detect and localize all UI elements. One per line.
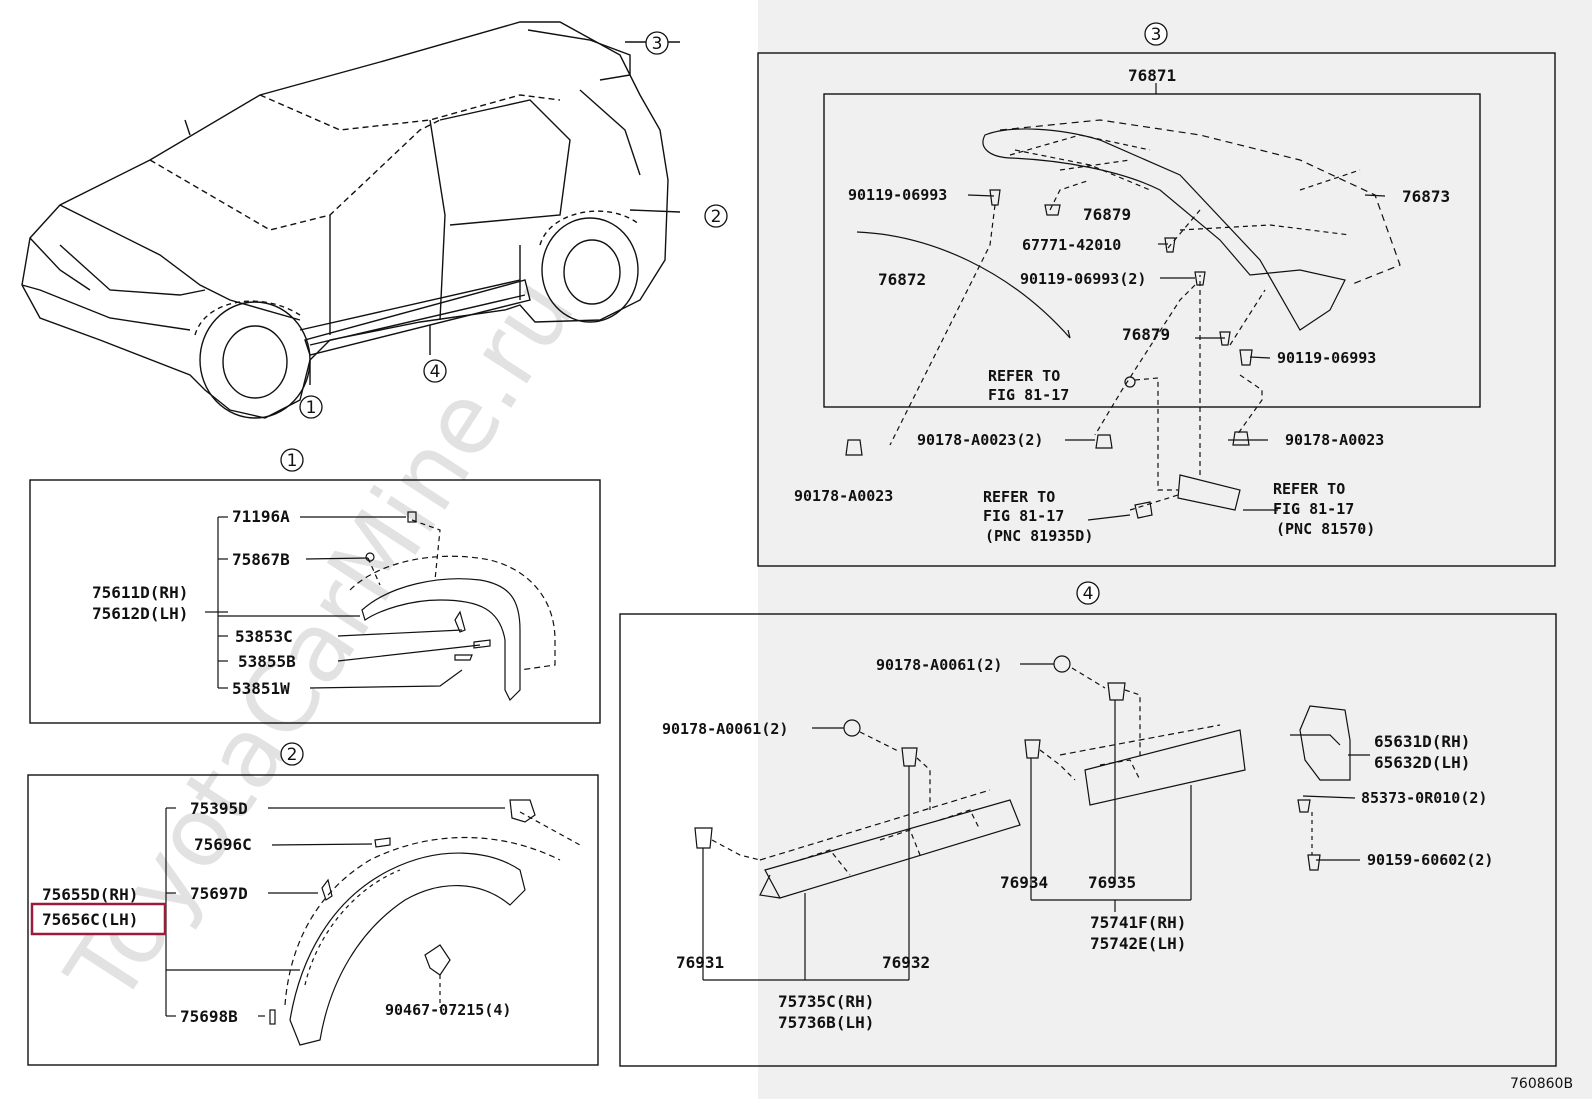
part-90159-60602[interactable]: 90159-60602(2) [1367,851,1493,869]
part-90178-A0061-left[interactable]: 90178-A0061(2) [662,720,788,738]
svg-text:4: 4 [1083,584,1094,604]
refer-to-2b[interactable]: FIG 81-17 [983,507,1064,525]
part-76935[interactable]: 76935 [1088,873,1136,892]
section-4-box [619,613,1557,1067]
svg-text:1: 1 [287,451,298,471]
part-75656C-LH[interactable]: 75656C(LH) [42,910,138,929]
callout-3-car[interactable]: 3 [645,31,669,55]
refer-to-2c[interactable]: (PNC 81935D) [985,527,1093,545]
section-3-drawing [845,119,1401,521]
part-75736B-LH[interactable]: 75736B(LH) [778,1013,874,1032]
right-half-background [758,0,1592,1099]
part-75612D-LH[interactable]: 75612D(LH) [92,604,188,623]
section-4-drawing [694,655,1370,981]
refer-to-1b[interactable]: FIG 81-17 [988,386,1069,404]
part-90178-A0023-c[interactable]: 90178-A0023 [1285,431,1384,449]
part-76873[interactable]: 76873 [1402,187,1450,206]
part-90178-A0061-top[interactable]: 90178-A0061(2) [876,656,1002,674]
part-76871[interactable]: 76871 [1128,66,1176,85]
part-75741F-RH[interactable]: 75741F(RH) [1090,913,1186,932]
part-76934[interactable]: 76934 [1000,873,1048,892]
part-67771-42010[interactable]: 67771-42010 [1022,236,1121,254]
svg-text:3: 3 [1151,25,1162,45]
part-90119-06993-c[interactable]: 90119-06993 [1277,349,1376,367]
diagram-code: 760860B [1510,1076,1573,1092]
section-1-header: 1 [280,448,304,472]
section-1-drawing [205,511,556,702]
section-2-header: 2 [280,742,304,766]
refer-to-3a[interactable]: REFER TO [1273,480,1345,498]
part-90119-06993-2[interactable]: 90119-06993(2) [1020,270,1146,288]
part-76932[interactable]: 76932 [882,953,930,972]
part-90119-06993-a[interactable]: 90119-06993 [848,186,947,204]
part-90467-07215[interactable]: 90467-07215(4) [385,1001,511,1019]
section-4-header: 4 [1076,581,1100,605]
callout-1-car[interactable]: 1 [299,395,323,419]
section-1-box [29,479,601,724]
part-75697D[interactable]: 75697D [190,884,248,903]
part-90178-A0023-2[interactable]: 90178-A0023(2) [917,431,1043,449]
section-2-box [27,774,599,1066]
part-75655D-RH[interactable]: 75655D(RH) [42,885,138,904]
part-75742E-LH[interactable]: 75742E(LH) [1090,934,1186,953]
svg-text:2: 2 [287,745,298,765]
part-90178-A0023-a[interactable]: 90178-A0023 [794,487,893,505]
part-65632D-LH[interactable]: 65632D(LH) [1374,753,1470,772]
section-3-outer-box [757,52,1556,567]
part-75867B[interactable]: 75867B [232,550,290,569]
part-75696C[interactable]: 75696C [194,835,252,854]
part-76931[interactable]: 76931 [676,953,724,972]
svg-text:1: 1 [306,398,317,418]
svg-text:2: 2 [711,207,722,227]
callout-4-car[interactable]: 4 [423,359,447,383]
refer-to-3c[interactable]: (PNC 81570) [1276,520,1375,538]
part-53851W[interactable]: 53851W [232,679,290,698]
refer-to-2a[interactable]: REFER TO [983,488,1055,506]
refer-to-3b[interactable]: FIG 81-17 [1273,500,1354,518]
part-76872[interactable]: 76872 [878,270,926,289]
part-75395D[interactable]: 75395D [190,799,248,818]
highlight-box [30,902,167,936]
vehicle-illustration [21,21,681,419]
section-3-inner-box [823,93,1481,408]
section-3-header: 3 [1144,22,1168,46]
part-53853C[interactable]: 53853C [235,627,293,646]
part-65631D-RH[interactable]: 65631D(RH) [1374,732,1470,751]
part-76879-b[interactable]: 76879 [1122,325,1170,344]
refer-to-1a[interactable]: REFER TO [988,367,1060,385]
part-75698B[interactable]: 75698B [180,1007,238,1026]
part-75611D-RH[interactable]: 75611D(RH) [92,583,188,602]
part-53855B[interactable]: 53855B [238,652,296,671]
svg-text:4: 4 [430,362,441,382]
part-75735C-RH[interactable]: 75735C(RH) [778,992,874,1011]
part-71196A[interactable]: 71196A [232,507,290,526]
callout-2-car[interactable]: 2 [704,204,728,228]
part-85373-0R010[interactable]: 85373-0R010(2) [1361,789,1487,807]
svg-text:3: 3 [652,34,663,54]
part-76879-a[interactable]: 76879 [1083,205,1131,224]
